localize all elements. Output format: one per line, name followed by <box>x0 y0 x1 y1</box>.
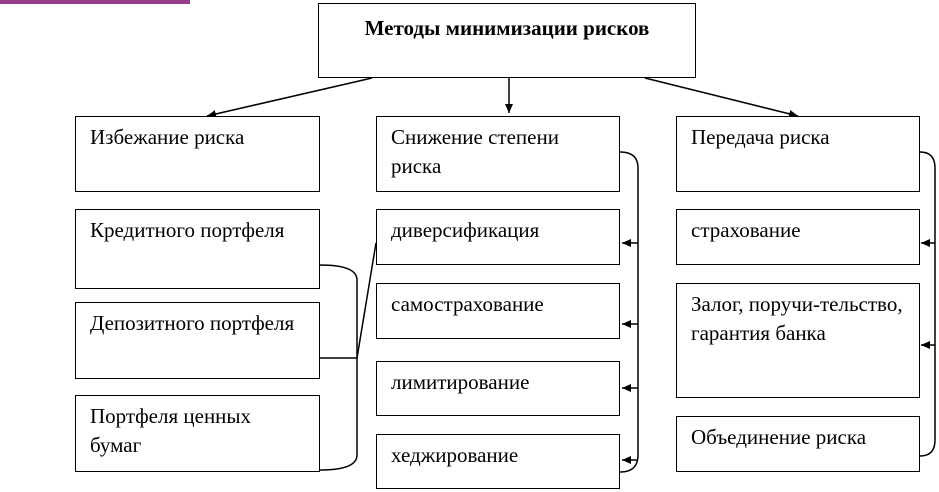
bracket-reduction <box>619 151 639 473</box>
item-hedging-label: хеджирование <box>391 443 519 467</box>
item-securities-portfolio-label: Портфеля ценных бумаг <box>90 404 252 457</box>
item-self-insurance-label: самострахование <box>391 292 544 316</box>
item-deposit-portfolio-label: Депозитного портфеля <box>90 311 295 335</box>
item-securities-portfolio: Портфеля ценных бумаг <box>75 395 320 472</box>
header-transfer: Передача риска <box>676 116 920 192</box>
item-insurance-label: страхование <box>691 218 801 242</box>
item-risk-pooling: Объединение риска <box>676 416 920 472</box>
item-hedging: хеджирование <box>376 434 620 489</box>
header-transfer-label: Передача риска <box>691 125 830 149</box>
bracket-portfolios <box>319 264 358 471</box>
item-collateral-guarantee: Залог, поручи-тельство, гарантия банка <box>676 283 920 398</box>
item-diversification: диверсификация <box>376 209 620 265</box>
line-to-diversification <box>356 242 377 359</box>
arrow-title-to-avoidance <box>206 77 373 118</box>
top-accent-bar <box>0 0 190 4</box>
item-insurance: страхование <box>676 209 920 265</box>
item-limiting: лимитирование <box>376 361 620 416</box>
diagram-title: Методы минимизации рисков <box>318 3 696 78</box>
bracket-transfer <box>919 151 936 457</box>
header-avoidance-label: Избежание риска <box>90 125 245 149</box>
item-diversification-label: диверсификация <box>391 218 540 242</box>
arrow-title-to-transfer <box>644 77 799 118</box>
header-reduction: Снижение степени риска <box>376 116 620 192</box>
header-reduction-label: Снижение степени риска <box>391 125 559 178</box>
item-deposit-portfolio: Депозитного портфеля <box>75 302 320 379</box>
item-credit-portfolio-label: Кредитного портфеля <box>90 218 285 242</box>
item-collateral-guarantee-label: Залог, поручи-тельство, гарантия банка <box>691 292 903 345</box>
item-credit-portfolio: Кредитного портфеля <box>75 209 320 289</box>
header-avoidance: Избежание риска <box>75 116 320 192</box>
item-limiting-label: лимитирование <box>391 370 530 394</box>
diagram-title-text: Методы минимизации рисков <box>364 16 650 40</box>
item-risk-pooling-label: Объединение риска <box>691 425 867 449</box>
item-self-insurance: самострахование <box>376 283 620 339</box>
